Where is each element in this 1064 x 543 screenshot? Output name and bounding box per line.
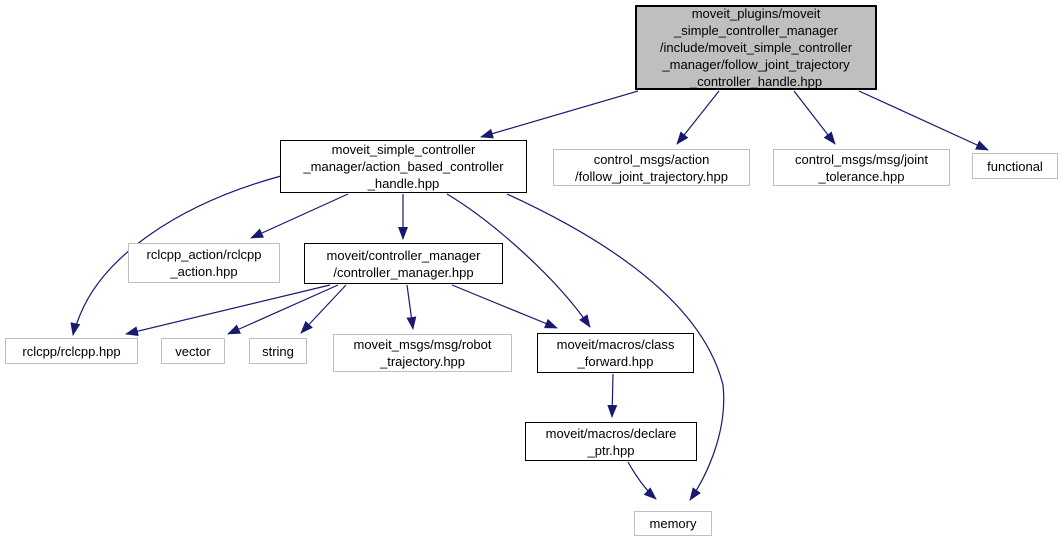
- edge-declare-ptr--memory: [627, 461, 657, 500]
- node-label-line: moveit/controller_manager: [326, 247, 481, 263]
- node-label-line: /include/moveit_simple_controller: [659, 40, 853, 55]
- node-label-line: moveit/macros/declare: [545, 425, 677, 441]
- node-label-line: _ptr.hpp: [587, 442, 635, 458]
- node-label-line: moveit_simple_controller: [331, 142, 476, 157]
- node-label-line: control_msgs/action: [593, 151, 710, 167]
- node-memory: memory: [634, 511, 712, 536]
- edge-follow-joint-trajectory-controller-handle--functional: [858, 90, 989, 151]
- edge-controller-manager--vector: [227, 284, 339, 335]
- node-label-line: /controller_manager.hpp: [333, 264, 474, 280]
- edge-follow-joint-trajectory-controller-handle--action-based-controller-handle: [480, 90, 639, 139]
- node-label-line: vector: [175, 343, 211, 359]
- node-label-line: _action.hpp: [170, 264, 238, 279]
- node-label-line: _handle.hpp: [367, 176, 440, 191]
- node-label-line: string: [262, 343, 294, 359]
- edge-group: [70, 90, 989, 501]
- edge-action-based-controller-handle--memory: [506, 193, 725, 501]
- node-label-line: moveit/macros/class: [556, 337, 675, 352]
- edge-controller-manager--robot-trajectory: [406, 284, 417, 330]
- node-label-line: _forward.hpp: [577, 354, 654, 369]
- edge-follow-joint-trajectory-controller-handle--control-msgs-follow-joint-trajectory: [676, 90, 720, 145]
- node-controller-manager[interactable]: moveit/controller_manager/controller_man…: [304, 243, 503, 284]
- node-control-msgs-follow-joint-trajectory: control_msgs/action/follow_joint_traject…: [553, 149, 750, 186]
- node-label-line: control_msgs/msg/joint: [795, 151, 928, 167]
- node-label-line: _tolerance.hpp: [818, 168, 905, 184]
- edge-follow-joint-trajectory-controller-handle--control-msgs-joint-tolerance: [793, 90, 836, 145]
- node-label-line: _manager/action_based_controller: [303, 159, 504, 174]
- edge-class-forward--declare-ptr: [607, 373, 618, 418]
- node-label-line: functional: [987, 158, 1043, 174]
- node-rclcpp: rclcpp/rclcpp.hpp: [5, 338, 138, 364]
- node-robot-trajectory: moveit_msgs/msg/robot _trajectory.hpp: [333, 334, 512, 372]
- edge-controller-manager--class-forward: [451, 284, 558, 329]
- node-control-msgs-joint-tolerance: control_msgs/msg/joint_tolerance.hpp: [773, 149, 950, 186]
- node-label-line: rclcpp/rclcpp.hpp: [22, 343, 121, 359]
- edge-action-based-controller-handle--rclcpp: [70, 175, 282, 336]
- node-label-line: memory: [649, 516, 697, 531]
- node-label-line: _trajectory.hpp: [379, 354, 466, 369]
- node-label-line: _controller_handle.hpp: [689, 74, 823, 89]
- node-action-based-controller-handle[interactable]: moveit_simple_controller _manager/action_…: [280, 140, 527, 193]
- node-vector: vector: [161, 338, 225, 364]
- edge-action-based-controller-handle--class-forward: [446, 193, 591, 328]
- node-label-line: /follow_joint_trajectory.hpp: [575, 168, 728, 184]
- node-declare-ptr[interactable]: moveit/macros/declare_ptr.hpp: [525, 422, 697, 461]
- node-class-forward[interactable]: moveit/macros/class _forward.hpp: [537, 333, 694, 373]
- node-label-line: _simple_controller_manager: [673, 23, 839, 38]
- node-label-line: rclcpp_action/rclcpp: [146, 247, 262, 262]
- node-label-line: moveit_plugins/moveit: [691, 6, 821, 21]
- edge-action-based-controller-handle--rclcpp-action: [250, 193, 349, 239]
- node-string: string: [249, 338, 307, 364]
- node-functional: functional: [972, 153, 1058, 179]
- node-rclcpp-action: rclcpp_action/rclcpp _action.hpp: [128, 243, 280, 283]
- node-label-line: _manager/follow_joint_trajectory: [662, 57, 850, 72]
- node-label-line: moveit_msgs/msg/robot: [353, 337, 492, 352]
- edge-controller-manager--string: [300, 284, 347, 334]
- edge-controller-manager--rclcpp: [125, 284, 331, 337]
- node-follow-joint-trajectory-controller-handle: moveit_plugins/moveit _simple_controller_…: [635, 5, 877, 90]
